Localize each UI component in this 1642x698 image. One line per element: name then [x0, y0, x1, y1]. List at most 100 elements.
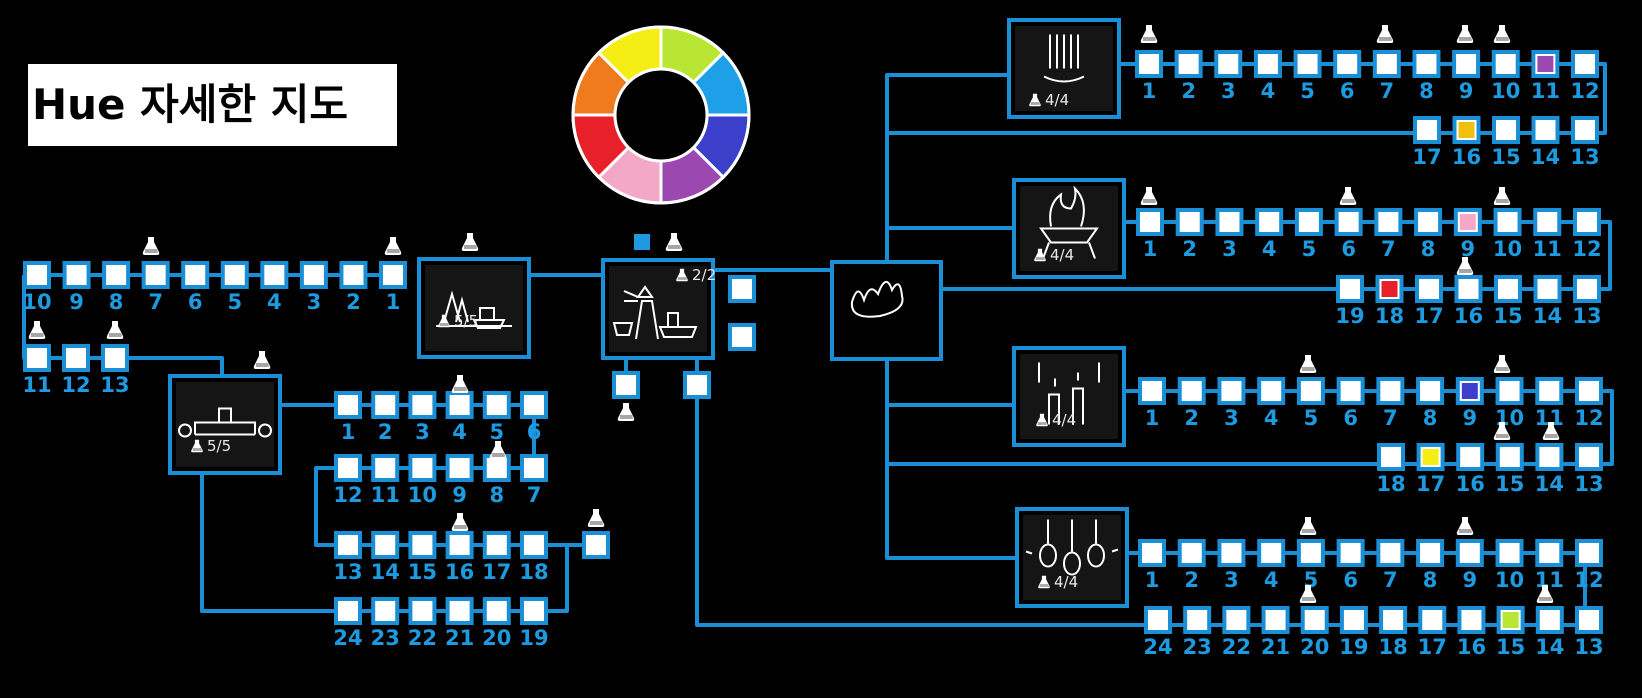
level-node[interactable] — [728, 323, 756, 351]
level-node[interactable] — [1575, 539, 1603, 567]
level-node[interactable] — [1261, 606, 1290, 634]
level-node[interactable] — [1296, 539, 1325, 567]
level-node[interactable] — [408, 391, 437, 419]
level-node[interactable] — [339, 261, 368, 289]
location-harbor[interactable]: 5/5 — [417, 257, 531, 359]
level-node[interactable] — [1494, 275, 1522, 303]
level-node[interactable] — [520, 597, 548, 625]
level-node[interactable] — [1493, 208, 1522, 236]
level-node[interactable] — [1217, 377, 1246, 405]
level-node[interactable] — [1535, 443, 1564, 471]
level-node[interactable] — [482, 454, 511, 482]
level-node[interactable] — [334, 597, 362, 625]
level-node[interactable] — [371, 454, 400, 482]
level-node[interactable] — [379, 261, 407, 289]
level-node[interactable] — [334, 391, 362, 419]
level-node[interactable] — [141, 261, 170, 289]
level-node[interactable] — [1457, 606, 1486, 634]
level-node[interactable] — [1174, 50, 1203, 78]
level-node[interactable] — [1455, 377, 1484, 405]
level-node[interactable] — [1455, 539, 1484, 567]
level-node[interactable] — [408, 531, 437, 559]
level-node[interactable] — [1138, 377, 1166, 405]
level-node[interactable] — [482, 531, 511, 559]
level-node[interactable] — [445, 597, 474, 625]
level-node[interactable] — [1496, 606, 1525, 634]
level-node[interactable] — [728, 275, 756, 303]
level-node[interactable] — [1456, 443, 1485, 471]
level-node[interactable] — [1376, 377, 1405, 405]
level-node[interactable] — [1217, 539, 1246, 567]
level-node[interactable] — [1334, 208, 1363, 236]
level-node[interactable] — [1492, 116, 1520, 144]
location-lightbulbs[interactable]: 4/4 — [1015, 507, 1129, 608]
level-node[interactable] — [1215, 208, 1244, 236]
level-node[interactable] — [220, 261, 249, 289]
location-castle[interactable]: 5/5 — [168, 374, 282, 475]
level-node[interactable] — [1372, 50, 1401, 78]
location-lighthouse[interactable]: 2/2 — [601, 258, 716, 360]
level-node[interactable] — [1374, 208, 1403, 236]
level-node[interactable] — [1531, 116, 1560, 144]
level-node[interactable] — [1453, 208, 1482, 236]
level-node[interactable] — [1531, 50, 1560, 78]
level-node[interactable] — [1454, 275, 1483, 303]
level-node[interactable] — [1495, 539, 1524, 567]
level-node[interactable] — [1418, 606, 1447, 634]
level-node[interactable] — [482, 597, 511, 625]
level-node[interactable] — [62, 344, 90, 372]
level-node[interactable] — [1452, 116, 1481, 144]
level-node[interactable] — [1177, 539, 1206, 567]
level-node[interactable] — [371, 531, 400, 559]
level-node[interactable] — [1336, 275, 1364, 303]
level-node[interactable] — [1336, 539, 1365, 567]
level-node[interactable] — [1144, 606, 1172, 634]
level-node[interactable] — [1495, 443, 1524, 471]
level-node[interactable] — [1183, 606, 1212, 634]
level-node[interactable] — [1491, 50, 1520, 78]
level-node[interactable] — [408, 597, 437, 625]
location-fire-bowl[interactable]: 4/4 — [1012, 178, 1126, 279]
level-node[interactable] — [1257, 539, 1286, 567]
level-node[interactable] — [445, 531, 474, 559]
level-node[interactable] — [1377, 443, 1405, 471]
level-node[interactable] — [1575, 377, 1603, 405]
level-node[interactable] — [1214, 50, 1243, 78]
level-node[interactable] — [520, 531, 548, 559]
level-node[interactable] — [1533, 208, 1562, 236]
level-node[interactable] — [260, 261, 289, 289]
level-node[interactable] — [334, 531, 362, 559]
level-node[interactable] — [1575, 606, 1603, 634]
level-node[interactable] — [1575, 443, 1603, 471]
level-node[interactable] — [1253, 50, 1282, 78]
level-node[interactable] — [445, 391, 474, 419]
fire-emblem-hub[interactable] — [830, 260, 943, 361]
level-node[interactable] — [582, 531, 610, 559]
level-node[interactable] — [1175, 208, 1204, 236]
level-node[interactable] — [520, 454, 548, 482]
level-node[interactable] — [1135, 50, 1163, 78]
level-node[interactable] — [612, 371, 640, 399]
level-node[interactable] — [1412, 50, 1441, 78]
level-node[interactable] — [181, 261, 210, 289]
level-node[interactable] — [1413, 116, 1441, 144]
level-node[interactable] — [445, 454, 474, 482]
level-node[interactable] — [334, 454, 362, 482]
level-node[interactable] — [1257, 377, 1286, 405]
level-node[interactable] — [23, 344, 51, 372]
level-node[interactable] — [1495, 377, 1524, 405]
location-candles[interactable]: 4/4 — [1012, 346, 1126, 447]
level-node[interactable] — [1571, 50, 1599, 78]
level-node[interactable] — [1293, 50, 1322, 78]
level-node[interactable] — [1376, 539, 1405, 567]
location-waterfall[interactable]: 4/4 — [1007, 18, 1121, 119]
level-node[interactable] — [1177, 377, 1206, 405]
level-node[interactable] — [299, 261, 328, 289]
level-node[interactable] — [1571, 116, 1599, 144]
level-node[interactable] — [1573, 208, 1601, 236]
level-node[interactable] — [1300, 606, 1329, 634]
level-node[interactable] — [101, 344, 129, 372]
level-node[interactable] — [1379, 606, 1408, 634]
level-node[interactable] — [1296, 377, 1325, 405]
level-node[interactable] — [1414, 208, 1443, 236]
